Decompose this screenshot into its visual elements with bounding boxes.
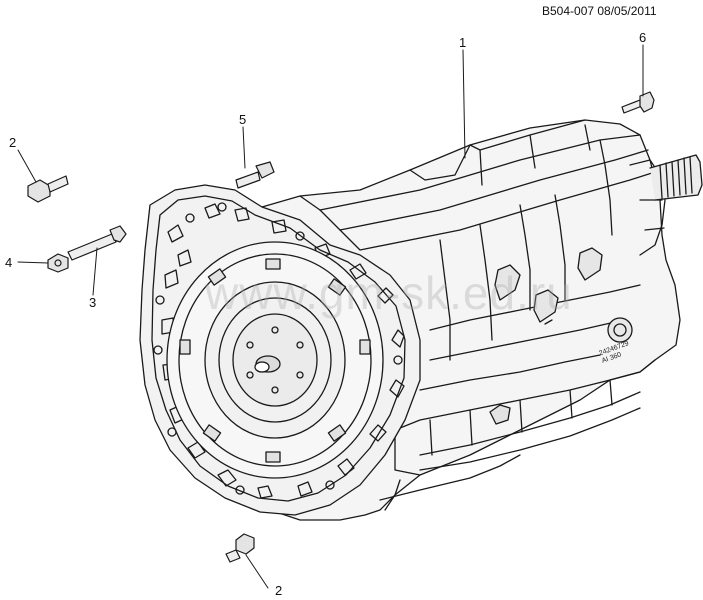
leader-lines xyxy=(17,44,644,589)
callout-1: 1 xyxy=(459,35,467,50)
callout-5: 5 xyxy=(239,112,247,127)
callout-2-upper: 2 xyxy=(9,135,17,150)
washer-item-4 xyxy=(47,253,69,273)
bolt-item-2-lower xyxy=(225,533,255,563)
bolt-item-6 xyxy=(621,91,655,114)
watermark: www.gm-sk.ed.ru xyxy=(205,267,573,319)
torque-converter xyxy=(166,241,384,479)
stud-item-5 xyxy=(235,161,275,189)
bolt-item-2-upper xyxy=(27,175,69,203)
diagram-reference: B504-007 08/05/2011 xyxy=(542,4,657,18)
bolt-item-3 xyxy=(67,225,127,261)
callout-3: 3 xyxy=(89,295,97,310)
callout-4: 4 xyxy=(5,255,13,270)
callout-6: 6 xyxy=(639,30,647,45)
callout-2-lower: 2 xyxy=(275,583,283,598)
